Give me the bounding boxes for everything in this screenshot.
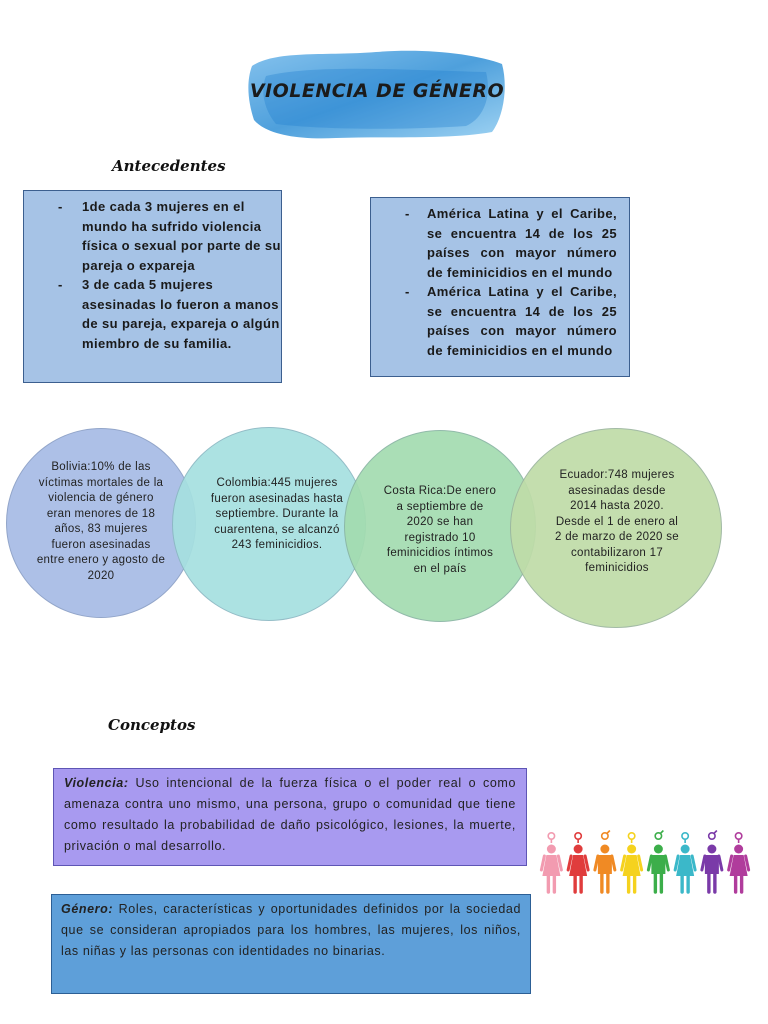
person-figure-icon [593,830,617,894]
antecedentes-heading: Antecedentes [112,157,226,175]
concept-genero: Género: Roles, características y oportun… [51,894,531,994]
circle-bolivia [6,428,196,618]
list-item: -América Latina y el Caribe, se encuentr… [405,206,617,280]
concept-definition: Uso intencional de la fuerza física o el… [64,776,516,853]
gender-people-illustration [539,830,751,894]
circle-bolivia-text: Bolivia:10% de las víctimas mortales de … [36,461,166,582]
circle-ecuador [510,428,722,628]
person-figure-icon [620,831,644,894]
list-item: -1de cada 3 mujeres en el mundo ha sufri… [58,199,281,273]
concept-definition: Roles, características y oportunidades d… [61,902,521,958]
concept-violencia: Violencia: Uso intencional de la fuerza … [53,768,527,866]
watercolor-banner [248,50,505,139]
person-figure-icon [700,830,724,894]
circle-costa-rica [344,430,536,622]
stats-box-left: -1de cada 3 mujeres en el mundo ha sufri… [23,190,282,383]
person-figure-icon [646,830,670,894]
circle-colombia-text: Colombia:445 mujeres fueron asesinadas h… [210,477,344,551]
stats-box-right: -América Latina y el Caribe, se encuentr… [370,197,630,377]
person-figure-icon [539,831,563,894]
circle-costa-rica-text: Costa Rica:De enero a septiembre de 2020… [383,485,497,575]
person-figure-icon [727,831,751,894]
circle-ecuador-text: Ecuador:748 mujeres asesinadas desde 201… [555,469,679,574]
list-item: -3 de cada 5 mujeres asesinadas lo fuero… [58,277,280,351]
concept-term: Violencia: [64,776,129,790]
concept-term: Género: [61,902,114,916]
conceptos-heading: Conceptos [108,716,196,734]
page-title: VIOLENCIA DE GÉNERO [249,80,505,102]
person-figure-icon [673,831,697,894]
list-item: -América Latina y el Caribe, se encuentr… [405,284,617,358]
person-figure-icon [566,831,590,894]
